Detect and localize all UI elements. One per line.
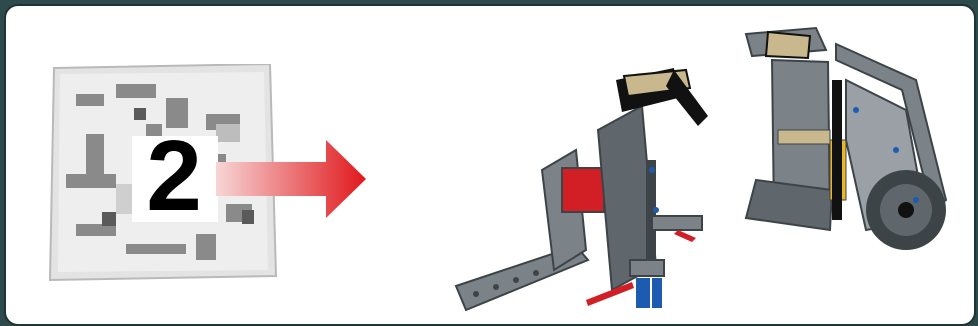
instruction-panel: 2 [4, 4, 976, 326]
right-arrow-icon [216, 140, 366, 218]
left-assembly [456, 68, 708, 310]
right-assembly [746, 28, 946, 250]
lego-assembly-icon [446, 20, 966, 320]
step-number: 2 [122, 126, 226, 226]
